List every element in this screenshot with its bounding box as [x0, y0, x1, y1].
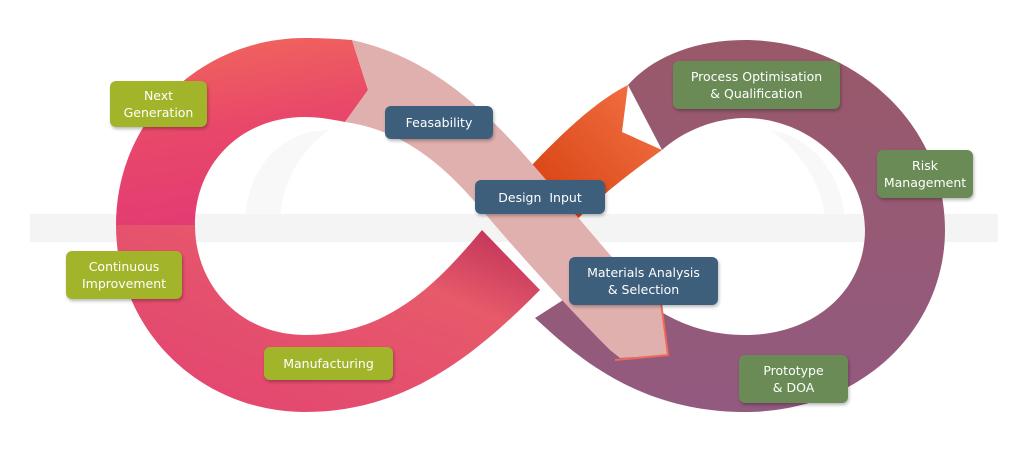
stage-next-generation[interactable]: Next Generation	[110, 81, 207, 127]
stage-risk-management-line1: Risk	[912, 158, 938, 173]
stage-prototype-line1: Prototype	[763, 363, 824, 378]
stage-process-optimisation-line2: & Qualification	[710, 86, 803, 101]
stage-risk-management-line2: Management	[883, 175, 967, 190]
left-loop-lower-band	[116, 225, 540, 412]
stage-manufacturing[interactable]: Manufacturing	[264, 347, 393, 380]
stage-prototype[interactable]: Prototype & DOA	[739, 355, 848, 403]
stage-materials-analysis-line1: Materials Analysis	[587, 265, 700, 280]
stage-risk-management[interactable]: Risk Management	[877, 150, 973, 198]
stage-feasability-line1: Feasability	[405, 115, 473, 130]
stage-continuous-improvement-line2: Improvement	[81, 276, 167, 291]
stage-continuous-improvement[interactable]: Continuous Improvement	[66, 251, 182, 299]
stage-process-optimisation-line1: Process Optimisation	[690, 69, 823, 84]
stage-next-generation-line2: Generation	[123, 105, 194, 120]
stage-feasability[interactable]: Feasability	[385, 106, 493, 139]
stage-design-input[interactable]: Design Input	[475, 180, 605, 214]
stage-design-input-line1: Design Input	[498, 189, 582, 205]
stage-manufacturing-line1: Manufacturing	[283, 356, 374, 371]
stage-continuous-improvement-line1: Continuous	[88, 259, 160, 274]
stage-prototype-line2: & DOA	[772, 380, 815, 395]
stage-process-optimisation[interactable]: Process Optimisation & Qualification	[673, 61, 840, 109]
stage-materials-analysis[interactable]: Materials Analysis & Selection	[569, 257, 718, 305]
stage-materials-analysis-line2: & Selection	[607, 282, 680, 297]
left-loop-upper-band	[116, 38, 368, 225]
stage-next-generation-line1: Next	[143, 88, 174, 103]
